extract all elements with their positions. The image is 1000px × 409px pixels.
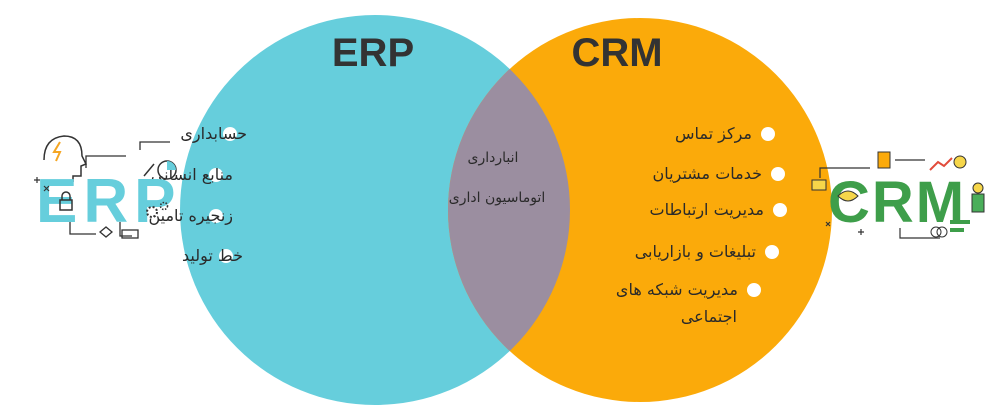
lock-shackle-icon <box>61 191 71 200</box>
connector-lines <box>69 141 170 237</box>
erp-bullet-3 <box>209 209 223 223</box>
erp-bullet-2 <box>209 168 223 182</box>
crm-logo-text: CRM <box>828 170 966 235</box>
gear-icon <box>146 206 158 218</box>
bar-icon <box>950 220 970 224</box>
gear-small-icon <box>159 201 169 211</box>
overlap-item-office-automation: اتوماسیون اداری <box>449 190 545 206</box>
wand-icon <box>143 163 155 177</box>
handshake-icon <box>837 190 859 202</box>
crm-item-customer-service: خدمات مشتریان <box>653 164 762 184</box>
erp-logo-text: ERP <box>36 167 181 236</box>
crm-item-relationship-mgmt: مدیریت ارتباطات <box>650 200 765 220</box>
erp-bullet-4 <box>219 249 233 263</box>
erp-item-accounting: حسابداری <box>180 124 247 144</box>
erp-bullet-1 <box>223 127 237 141</box>
venn-mini-icon-a <box>930 226 942 238</box>
pie-slice-icon <box>167 161 176 170</box>
trend-arrow-icon <box>929 157 953 171</box>
keyboard-icon <box>121 229 139 239</box>
crm-bullet-3 <box>773 203 787 217</box>
crm-bullet-2 <box>771 167 785 181</box>
crm-item-social-network-mgmt-line2: اجتماعی <box>681 307 737 326</box>
overlap-item-warehousing: انبارداری <box>468 150 519 166</box>
crm-logo-illustration: CRM <box>811 151 985 239</box>
head-profile-icon <box>43 135 88 182</box>
crm-item-marketing: تبلیغات و بازاریابی <box>635 242 756 262</box>
overlap-region <box>448 18 570 402</box>
erp-circle <box>180 15 570 405</box>
crm-bullet-5 <box>747 283 761 297</box>
bar-icon-2 <box>950 228 964 232</box>
crm-item-call-center: مرکز تماس <box>675 124 752 144</box>
connector-lines-crm <box>819 159 940 239</box>
person-head-icon <box>972 182 984 194</box>
crm-bullet-1 <box>761 127 775 141</box>
crm-item-social-network-mgmt: مدیریت شبکه های <box>616 280 738 300</box>
document-icon <box>877 151 891 169</box>
erp-item-supply-chain: زنجیره تامین <box>148 206 233 226</box>
lightbulb-icon <box>953 155 967 169</box>
crm-title: CRM <box>571 31 662 75</box>
sparkle-marks-crm <box>825 221 864 235</box>
erp-title: ERP <box>332 31 414 75</box>
lock-icon <box>59 199 73 211</box>
crm-bullet-4 <box>765 245 779 259</box>
money-tag-icon <box>811 179 827 191</box>
erp-logo-illustration: ERP <box>34 135 181 239</box>
diamond-icon <box>98 226 114 238</box>
sparkle-marks <box>34 177 50 192</box>
venn-mini-icon-b <box>936 226 948 238</box>
person-body-icon <box>971 193 985 213</box>
lightning-icon <box>52 141 62 162</box>
erp-item-production: خط تولید <box>182 246 243 266</box>
